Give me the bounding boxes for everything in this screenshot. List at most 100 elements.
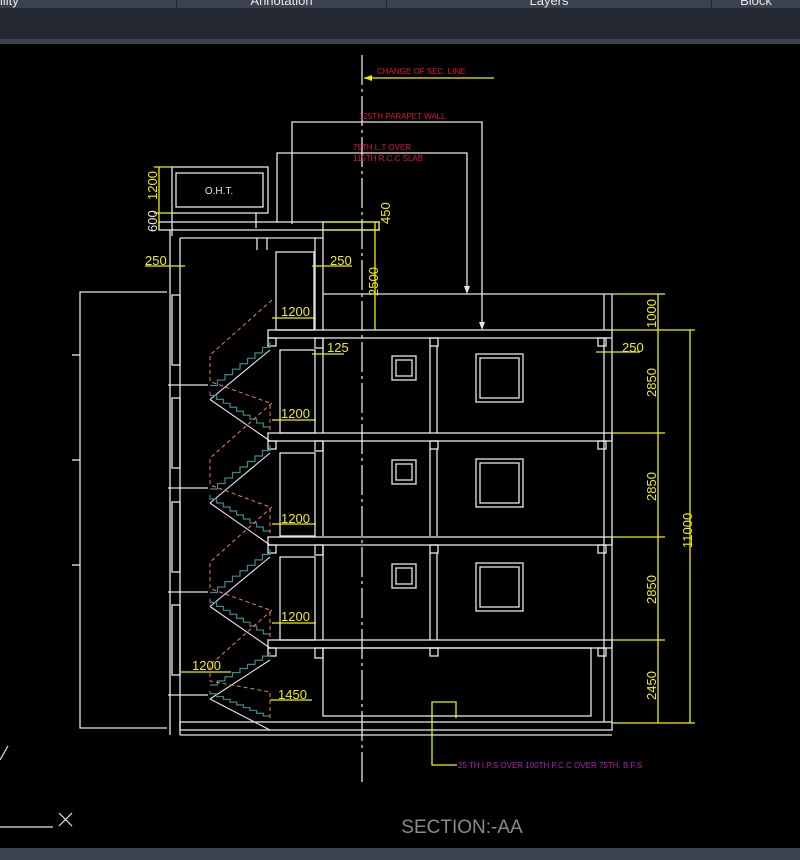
stair-flight	[209, 691, 270, 717]
door	[279, 556, 316, 641]
beam	[597, 544, 607, 554]
dim-parapet: 450	[378, 202, 393, 224]
window-large	[475, 562, 524, 612]
window-small	[391, 459, 417, 485]
ribbon-divider	[0, 39, 800, 44]
dim-beam: 125	[327, 340, 349, 355]
ribbon-panel-layers[interactable]: Layers	[387, 0, 712, 8]
stair-waist	[209, 606, 271, 649]
dim-tank-height: 1200	[145, 171, 160, 200]
window-small	[391, 563, 417, 589]
beam	[429, 544, 439, 554]
beam	[314, 647, 324, 659]
beam	[314, 544, 324, 556]
stair-flight	[210, 445, 271, 490]
note-change-section: CHANGE OF SEC. LINE	[377, 67, 465, 76]
stair-flight	[209, 598, 270, 635]
slab-leader	[276, 152, 468, 292]
note-slab-1: 75TH L.T OVER	[353, 143, 411, 152]
stair-break-line	[209, 402, 273, 537]
beam	[597, 440, 607, 450]
window-frame	[171, 397, 181, 469]
stair-waist	[209, 452, 271, 504]
stair-flight	[209, 391, 270, 428]
stair-flight	[209, 495, 270, 532]
floor-slab	[267, 536, 613, 546]
stair-waist	[209, 698, 271, 731]
dim-landing-1: 1200	[281, 304, 310, 319]
dimension-labels: 1200 600 450 250 250 2500 1200 125 250 1…	[145, 171, 695, 702]
dim-wall-right: 250	[622, 340, 644, 355]
note-parapet: 125TH PARAPET WALL	[359, 112, 446, 121]
stair-flight	[210, 342, 271, 387]
floor-slab	[267, 432, 613, 442]
floor-slab	[267, 329, 613, 339]
arrow-icon	[364, 75, 372, 81]
ribbon-panel-utility[interactable]: ility	[0, 0, 177, 8]
stair-break-line	[209, 609, 273, 722]
window-large	[475, 353, 524, 403]
drawing-title: SECTION:-AA	[401, 817, 523, 838]
stair-waist	[209, 659, 271, 700]
beam	[314, 337, 324, 349]
ribbon-panel-area	[0, 8, 800, 39]
stair-waist	[209, 349, 271, 400]
status-bar	[0, 848, 800, 860]
dim-ground-floor: 2450	[644, 671, 659, 700]
beam	[267, 337, 277, 347]
dim-floor-3: 2850	[644, 368, 659, 397]
beam	[314, 440, 324, 452]
stair-flight	[210, 652, 271, 686]
dim-landing-5: 1200	[192, 658, 221, 673]
note-slab-2: 115TH R.C.C SLAB	[353, 154, 423, 163]
ribbon-panel-annotation[interactable]: Annotation	[177, 0, 387, 8]
drawing-canvas[interactable]: CHANGE OF SEC. LINE 125TH PARAPET WALL 7…	[0, 44, 800, 848]
dim-floor-2: 2850	[644, 472, 659, 501]
ribbon-panel-block[interactable]: Block	[740, 0, 772, 8]
dim-tank-base: 600	[145, 210, 160, 232]
stair-waist	[209, 502, 271, 546]
beam	[429, 440, 439, 450]
dim-wall-mid: 250	[330, 253, 352, 268]
window-large	[475, 458, 524, 508]
stair-cabin	[158, 221, 380, 331]
beam	[597, 647, 607, 657]
arrow-icon	[464, 286, 470, 294]
stair-break-line	[209, 506, 273, 640]
beam	[267, 440, 277, 450]
window-small	[391, 355, 417, 381]
staircase	[209, 299, 273, 731]
window-frame	[171, 294, 181, 366]
dim-wall-left: 250	[145, 253, 167, 268]
dim-landing-3: 1200	[281, 511, 310, 526]
tank-label: O.H.T.	[205, 186, 233, 197]
beam	[597, 337, 607, 347]
window-frame	[171, 501, 181, 573]
floor-slabs	[168, 294, 613, 696]
beam	[429, 647, 439, 657]
arrow-icon	[479, 322, 485, 330]
note-foundation: 25 TH I.P.S OVER 100TH P.C.C OVER 75TH. …	[458, 761, 642, 770]
dim-cabin-height: 2500	[366, 267, 381, 296]
building-walls	[72, 230, 613, 736]
beam	[267, 647, 277, 657]
stair-break-line	[209, 299, 273, 433]
parapet-leader	[291, 121, 483, 328]
stair-waist	[209, 556, 271, 607]
ucs-icon	[0, 745, 73, 828]
window-frame	[171, 604, 181, 676]
dim-landing-4: 1200	[281, 609, 310, 624]
windows	[391, 353, 524, 612]
stair-flight	[210, 549, 271, 594]
beam	[267, 544, 277, 554]
overhead-tank: O.H.T.	[171, 166, 269, 236]
ribbon-panel-tabs: ility Annotation Layers Block	[0, 0, 800, 8]
stair-waist	[209, 399, 271, 442]
dim-landing-2: 1200	[281, 406, 310, 421]
floor-slab	[267, 639, 613, 649]
beam	[429, 337, 439, 347]
dim-floor-1: 2850	[644, 575, 659, 604]
door	[279, 452, 316, 537]
dim-total-height: 11000	[680, 513, 695, 548]
dim-landing-ground: 1450	[278, 687, 307, 702]
